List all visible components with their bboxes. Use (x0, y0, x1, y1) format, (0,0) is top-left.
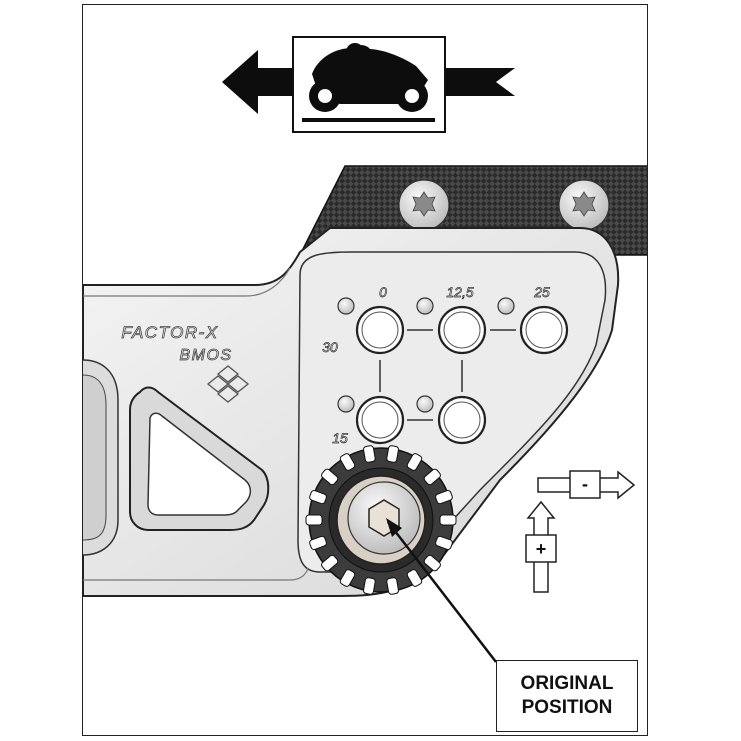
cog-notch (435, 535, 453, 551)
callout-leader (387, 521, 497, 663)
hole-label-25: 25 (533, 284, 550, 300)
callout-line-2: POSITION (521, 697, 613, 718)
cog-notch (305, 514, 323, 526)
hole-label-15: 15 (332, 430, 348, 446)
minus-box (569, 470, 601, 499)
cog-notch (339, 569, 356, 587)
gilles-logo-icon (206, 365, 250, 403)
brand-engraving: FACTOR-X BMOS (121, 323, 250, 403)
direction-indicator (222, 36, 515, 133)
cog-notch (386, 577, 399, 595)
cog-notch (439, 514, 457, 526)
maker-name: BMOS (179, 347, 232, 364)
plus-box (525, 534, 557, 563)
cog-notch (406, 453, 423, 471)
adjustment-holes: 0 12,5 25 30 15 (322, 284, 569, 446)
cog-notch (363, 577, 376, 595)
cog-notch (363, 445, 376, 463)
motorcycle-icon (302, 43, 435, 122)
cog-notch (309, 489, 327, 505)
minus-sign: - (582, 474, 588, 494)
cog-notch (435, 489, 453, 505)
plus-sign: + (536, 539, 547, 559)
cog-notch (406, 569, 423, 587)
cog-notch (321, 468, 339, 486)
cog-notch (423, 554, 441, 572)
lightening-cutout (129, 386, 270, 531)
cog-notch (309, 535, 327, 551)
cog-notch (339, 453, 356, 471)
cog-notch (423, 468, 441, 486)
adjust-legend: - + (525, 470, 636, 593)
cog-notch (321, 554, 339, 572)
callout-line-1: ORIGINAL (520, 673, 614, 694)
original-position-callout: ORIGINAL POSITION (496, 660, 638, 732)
hole-label-12-5: 12,5 (446, 284, 473, 300)
hole-label-0: 0 (379, 284, 387, 300)
model-name: FACTOR-X (121, 323, 218, 342)
hole-label-30: 30 (322, 339, 338, 355)
cog-notch (386, 445, 399, 463)
